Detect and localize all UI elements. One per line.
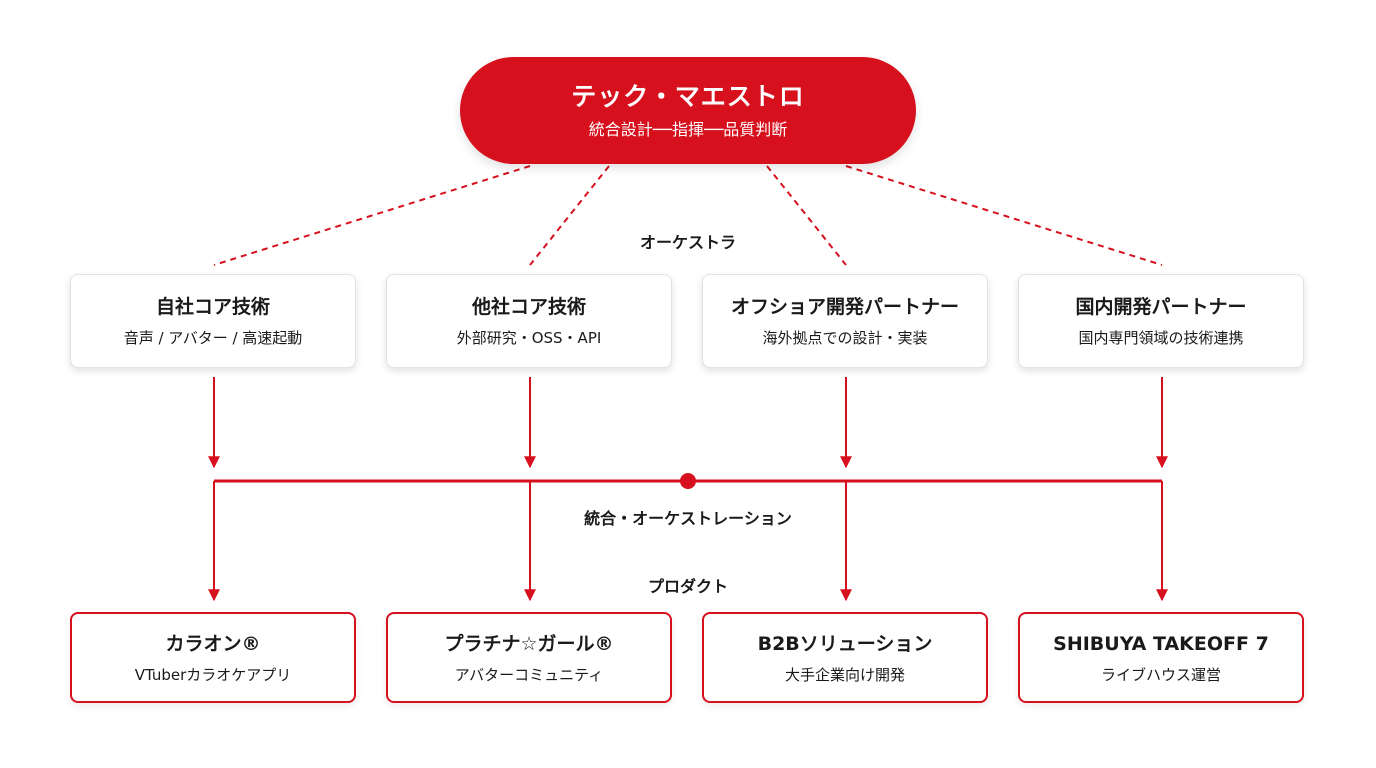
tech-node-title: 国内開発パートナー [1075, 296, 1247, 318]
product-node-subtitle: ライブハウス運営 [1100, 665, 1221, 684]
tech-node-title: オフショア開発パートナー [730, 296, 959, 318]
product-node-title: B2Bソリューション [757, 632, 933, 655]
dashed-link-4 [845, 165, 1163, 266]
product-node-title: SHIBUYA TAKEOFF 7 [1053, 632, 1269, 655]
product-node-subtitle: 大手企業向け開発 [784, 665, 905, 684]
maestro-subtitle: 統合設計──指揮──品質判断 [588, 119, 788, 139]
tech-node-in-house: 自社コア技術 音声 / アバター / 高速起動 [70, 274, 356, 368]
product-node-title: カラオン® [165, 632, 261, 655]
product-label: プロダクト [647, 577, 729, 596]
integration-hub-dot [680, 473, 696, 489]
tech-node-title: 自社コア技術 [155, 296, 270, 318]
dashed-link-2 [529, 165, 610, 266]
tech-node-external: 他社コア技術 外部研究・OSS・API [386, 274, 672, 368]
tech-node-offshore: オフショア開発パートナー 海外拠点での設計・実装 [702, 274, 988, 368]
integration-label: 統合・オーケストレーション [580, 509, 796, 529]
dashed-link-1 [213, 165, 531, 266]
tech-node-subtitle: 海外拠点での設計・実装 [762, 329, 928, 347]
product-node-platinum-girl: プラチナ☆ガール® アバターコミュニティ [386, 612, 672, 703]
maestro-title: テック・マエストロ [571, 81, 805, 111]
tech-node-subtitle: 音声 / アバター / 高速起動 [123, 329, 303, 347]
maestro-node: テック・マエストロ 統合設計──指揮──品質判断 [460, 57, 916, 164]
product-node-title: プラチナ☆ガール® [444, 632, 614, 655]
tech-node-subtitle: 国内専門領域の技術連携 [1078, 329, 1244, 347]
dashed-link-3 [766, 165, 847, 266]
orchestra-label: オーケストラ [639, 233, 737, 252]
tech-node-title: 他社コア技術 [471, 296, 586, 318]
product-node-b2b: B2Bソリューション 大手企業向け開発 [702, 612, 988, 703]
tech-node-domestic: 国内開発パートナー 国内専門領域の技術連携 [1018, 274, 1304, 368]
product-node-subtitle: VTuberカラオケアプリ [134, 665, 292, 684]
product-node-subtitle: アバターコミュニティ [454, 665, 604, 684]
product-node-shibuya-takeoff: SHIBUYA TAKEOFF 7 ライブハウス運営 [1018, 612, 1304, 703]
product-node-karaon: カラオン® VTuberカラオケアプリ [70, 612, 356, 703]
tech-node-subtitle: 外部研究・OSS・API [456, 329, 602, 347]
